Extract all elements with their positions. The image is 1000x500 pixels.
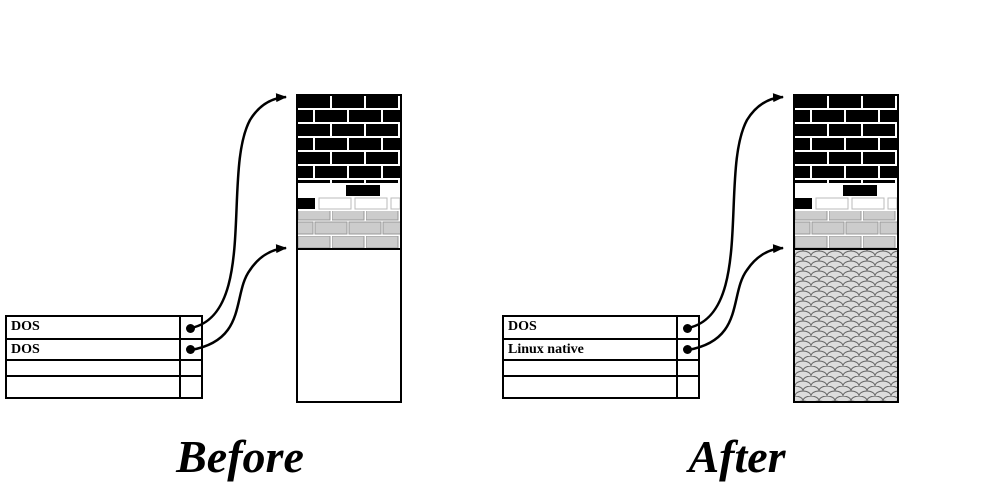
marker-column-divider (676, 317, 678, 397)
link-dot (683, 345, 692, 354)
disk-graphic (298, 96, 400, 401)
mapping-arrows (190, 93, 287, 352)
partition-table: DOS DOS (5, 315, 203, 399)
marker-column-divider (179, 317, 181, 397)
partition-row: DOS (504, 317, 698, 340)
partition-table: DOS Linux native (502, 315, 700, 399)
partition-row (504, 361, 698, 377)
arrow-row1-to-disk-top (687, 93, 784, 330)
panel-before: DOS DOS (0, 0, 497, 500)
partition-label: DOS (508, 319, 537, 334)
partition-row: DOS (7, 317, 201, 340)
partially-used-segment (795, 185, 897, 248)
linux-native-scales-segment (795, 250, 897, 401)
mapping-arrows (687, 93, 784, 352)
link-dot (186, 324, 195, 333)
partition-row (504, 377, 698, 397)
partition-label: Linux native (508, 342, 584, 357)
panel-caption: After (688, 431, 786, 482)
used-space-bricks-segment (298, 96, 400, 183)
arrow-row2-to-disk-middle (190, 244, 287, 352)
partition-row (7, 377, 201, 397)
disk-graphic (795, 96, 897, 401)
partition-row (7, 361, 201, 377)
partition-label: DOS (11, 319, 40, 334)
link-dot (186, 345, 195, 354)
disk-column (296, 94, 402, 403)
panel-caption: Before (176, 431, 304, 482)
partition-row: DOS (7, 340, 201, 361)
free-space-segment (298, 250, 400, 401)
disk-column (793, 94, 899, 403)
arrow-row1-to-disk-top (190, 93, 287, 330)
partially-used-segment (298, 185, 400, 248)
partition-row: Linux native (504, 340, 698, 361)
partition-label: DOS (11, 342, 40, 357)
used-space-bricks-segment (795, 96, 897, 183)
link-dot (683, 324, 692, 333)
panel-after: DOS Linux native (497, 0, 994, 500)
arrow-row2-to-disk-middle (687, 244, 784, 352)
